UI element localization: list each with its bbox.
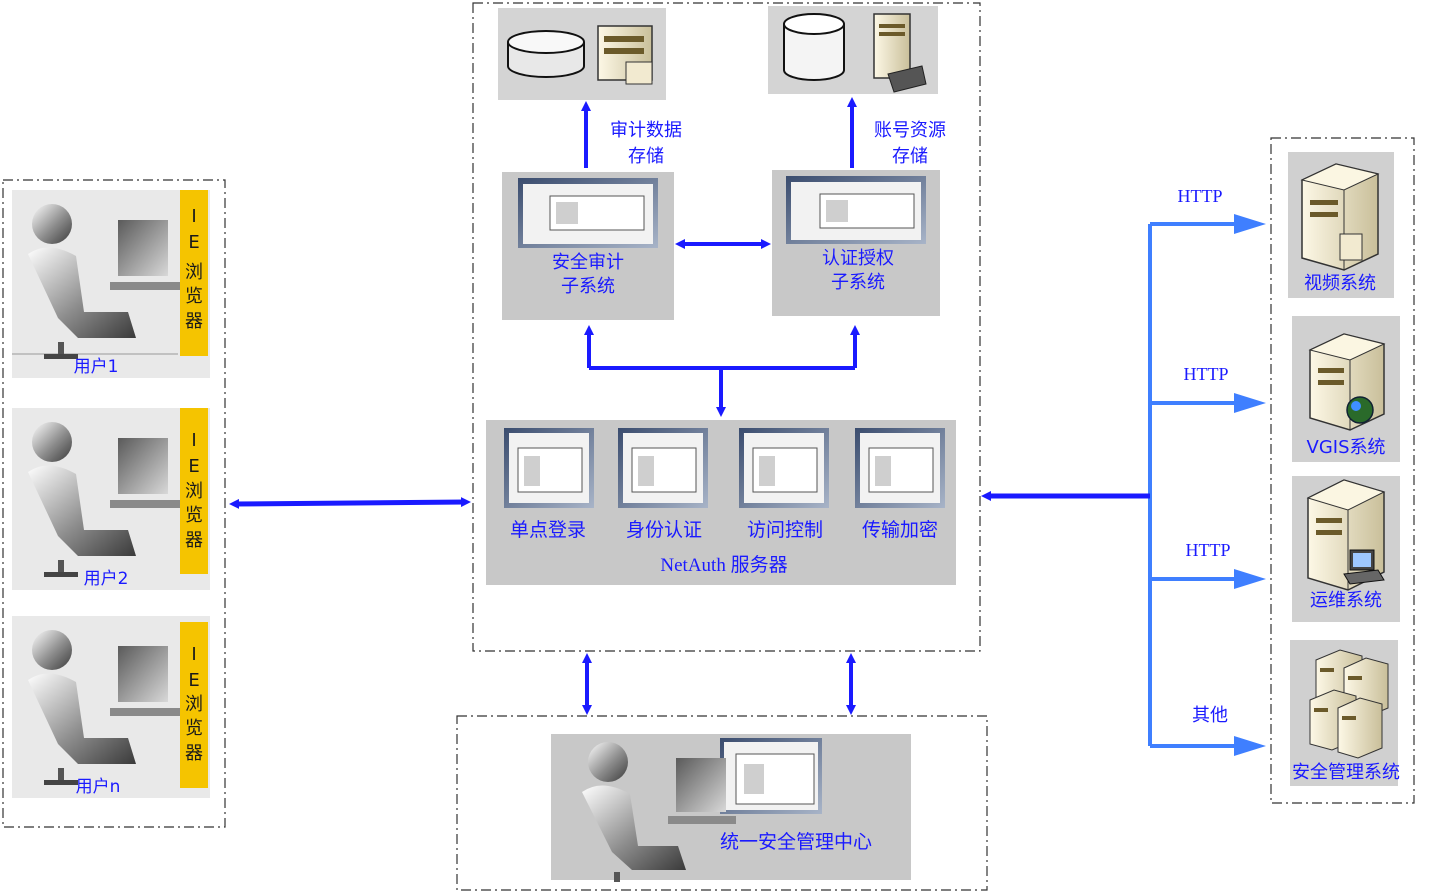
- svg-text:器: 器: [185, 311, 203, 332]
- system-label-video: 视频系统: [1304, 273, 1376, 294]
- account-storage-panel: [768, 6, 938, 94]
- module-transport-encryption-label: 传输加密: [862, 519, 938, 541]
- system-label-ops: 运维系统: [1310, 590, 1382, 611]
- ie-browser-bar: [180, 408, 208, 574]
- ie-browser-bar: [180, 190, 208, 356]
- svg-text:E: E: [188, 670, 199, 691]
- users-group-frame: [2, 179, 226, 828]
- window-icon: [518, 178, 658, 248]
- svg-text:器: 器: [185, 530, 203, 551]
- account-storage-label: 账号资源: [874, 120, 946, 141]
- ops-system-panel: [1292, 476, 1400, 622]
- auth-subsystem-label: 认证授权: [822, 248, 894, 269]
- server-tower-icon: [1308, 333, 1386, 431]
- server-cluster-icon: [1309, 649, 1389, 759]
- database-icon: [783, 13, 845, 81]
- connector-server-to-subsystems: [584, 325, 860, 417]
- ie-browser-bar: [180, 622, 208, 788]
- server-tower-icon: [597, 25, 653, 85]
- management-center-label: 统一安全管理中心: [720, 831, 872, 853]
- audit-storage-label-line2: 存储: [628, 146, 664, 167]
- account-storage-label-line2: 存储: [892, 146, 928, 167]
- svg-text:览: 览: [185, 718, 203, 739]
- audit-subsystem-label: 安全审计: [552, 252, 624, 273]
- protocol-label-http-2: HTTP: [1184, 364, 1229, 384]
- person-at-computer-icon: [28, 630, 180, 785]
- vgis-system-panel: [1292, 316, 1400, 462]
- server-group-frame: [472, 2, 981, 652]
- module-identity-auth-label: 身份认证: [626, 519, 702, 541]
- audit-subsystem-panel: [502, 172, 674, 320]
- user-label-1: 用户1: [74, 357, 119, 377]
- window-icon: [720, 738, 822, 814]
- module-window-icon: [855, 428, 945, 508]
- audit-subsystem-label-line2: 子系统: [561, 276, 615, 297]
- computer-icon: [1343, 549, 1385, 585]
- user-label-2: 用户2: [84, 569, 129, 589]
- server-tower-icon: [1300, 163, 1380, 271]
- svg-text:览: 览: [185, 286, 203, 307]
- security-management-system-panel: [1290, 640, 1398, 786]
- svg-text:器: 器: [185, 743, 203, 764]
- video-system-panel: [1288, 152, 1394, 298]
- module-window-icon: [618, 428, 708, 508]
- protocol-label-http-3: HTTP: [1186, 540, 1231, 560]
- person-at-computer-icon: [582, 742, 736, 882]
- protocol-label-http-1: HTTP: [1178, 186, 1223, 206]
- protocol-label-other: 其他: [1192, 705, 1228, 726]
- svg-text:览: 览: [185, 505, 203, 526]
- window-icon: [786, 176, 926, 244]
- ie-browser-label-2: I E 浏 览 器: [185, 430, 203, 551]
- auth-subsystem-panel: [772, 170, 940, 316]
- server-tower-icon: [873, 13, 927, 93]
- ie-browser-label-1: I E 浏 览 器: [185, 206, 203, 332]
- database-icon: [507, 30, 585, 78]
- person-at-computer-icon: [28, 204, 180, 359]
- svg-text:浏: 浏: [185, 262, 203, 283]
- svg-text:I: I: [191, 644, 196, 665]
- svg-text:E: E: [188, 456, 199, 477]
- http-connector-tree: [1148, 214, 1266, 756]
- system-label-vgis: VGIS系统: [1307, 437, 1386, 458]
- module-sso-label: 单点登录: [510, 519, 586, 541]
- module-window-icon: [504, 428, 594, 508]
- svg-text:浏: 浏: [185, 481, 203, 502]
- module-window-icon: [739, 428, 829, 508]
- audit-storage-panel: [498, 8, 666, 100]
- management-group-frame: [456, 715, 988, 891]
- user-label-n: 用户n: [76, 777, 121, 797]
- svg-text:E: E: [188, 232, 199, 253]
- management-center-panel: [551, 734, 911, 882]
- globe-icon: [1346, 396, 1374, 424]
- arrow-users-server: [229, 497, 471, 509]
- system-label-security-management: 安全管理系统: [1292, 762, 1400, 783]
- svg-text:浏: 浏: [185, 694, 203, 715]
- server-name-label: NetAuth 服务器: [660, 554, 787, 576]
- systems-group-frame: [1270, 137, 1415, 804]
- ie-browser-label-n: I E 浏 览 器: [185, 644, 203, 764]
- audit-storage-label: 审计数据: [610, 120, 682, 141]
- svg-text:I: I: [191, 206, 196, 227]
- svg-text:I: I: [191, 430, 196, 451]
- module-access-control-label: 访问控制: [747, 519, 823, 541]
- person-at-computer-icon: [28, 422, 180, 577]
- auth-subsystem-label-line2: 子系统: [831, 272, 885, 293]
